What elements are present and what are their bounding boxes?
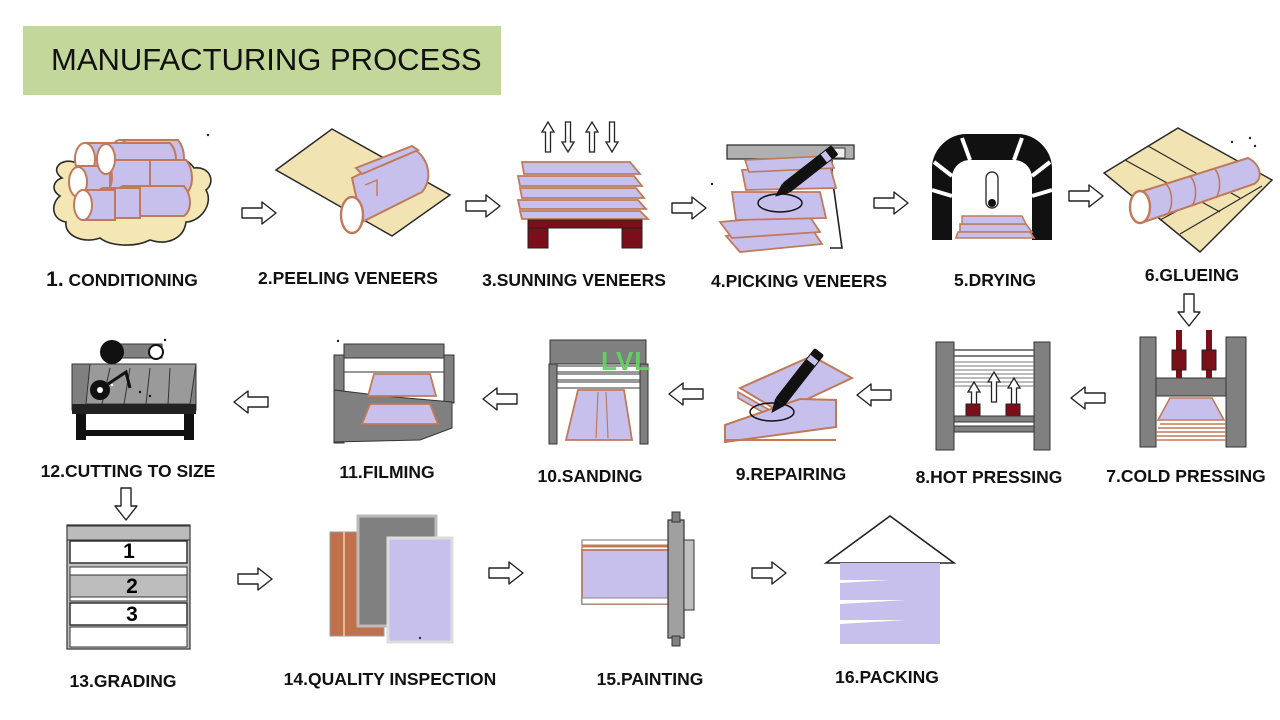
arrow-6-to-7 <box>1177 293 1201 327</box>
glueing-illustration <box>1102 127 1274 254</box>
step-label-picking-veneers: 4.PICKING VENEERS <box>710 271 888 291</box>
drying-illustration <box>931 134 1053 240</box>
step-label-painting: 15.PAINTING <box>596 669 704 689</box>
arrow-5-to-6 <box>1068 184 1104 208</box>
conditioning-illustration <box>53 133 212 246</box>
grade-number-3: 3 <box>126 603 138 626</box>
cutting-to-size-illustration <box>71 338 197 440</box>
arrow-1-to-2 <box>241 201 277 225</box>
step-label-cutting-to-size: 12.CUTTING TO SIZE <box>40 461 216 481</box>
arrow-7-to-8 <box>1070 386 1106 410</box>
step-label-hot-pressing: 8.HOT PRESSING <box>915 467 1063 487</box>
arrow-15-to-16 <box>751 561 787 585</box>
step-label-sunning-veneers: 3.SUNNING VENEERS <box>482 270 666 290</box>
arrow-9-to-10 <box>668 382 704 406</box>
filming-illustration <box>333 339 455 444</box>
title-banner: MANUFACTURING PROCESS <box>23 26 501 95</box>
arrow-12-to-13 <box>114 487 138 521</box>
cold-pressing-illustration <box>1139 330 1247 448</box>
step-label-cold-pressing: 7.COLD PRESSING <box>1106 466 1266 486</box>
quality-inspection-illustration <box>329 514 454 644</box>
painting-illustration <box>581 511 695 647</box>
step-label-quality-inspection: 14.QUALITY INSPECTION <box>283 669 497 689</box>
arrow-8-to-9 <box>856 383 892 407</box>
hot-pressing-illustration <box>935 341 1051 451</box>
page-title: MANUFACTURING PROCESS <box>51 42 482 77</box>
arrow-3-to-4 <box>671 196 707 220</box>
arrow-2-to-3 <box>465 194 501 218</box>
step-label-sanding: 10.SANDING <box>537 466 643 486</box>
step-label-filming: 11.FILMING <box>339 462 435 482</box>
step-text-conditioning: CONDITIONING <box>68 270 198 290</box>
grade-number-1: 1 <box>123 540 135 563</box>
grading-illustration <box>66 524 191 650</box>
step-label-packing: 16.PACKING <box>835 667 939 687</box>
peeling-veneers-illustration <box>274 128 452 237</box>
step-label-peeling-veneers: 2.PEELING VENEERS <box>258 268 438 288</box>
step-number-1: 1. <box>46 268 64 291</box>
grade-number-2: 2 <box>126 575 138 598</box>
arrow-14-to-15 <box>488 561 524 585</box>
packing-illustration <box>823 515 957 644</box>
step-label-conditioning: 1. CONDITIONING <box>46 268 198 292</box>
step-label-repairing: 9.REPAIRING <box>735 464 847 484</box>
sanding-illustration <box>548 339 649 445</box>
step-label-glueing: 6.GLUEING <box>1144 265 1240 285</box>
picking-veneers-illustration <box>710 144 855 253</box>
arrow-4-to-5 <box>873 191 909 215</box>
arrow-13-to-14 <box>237 567 273 591</box>
sunning-veneers-illustration <box>516 121 651 249</box>
watermark-logo: LVL <box>601 346 652 376</box>
step-label-drying: 5.DRYING <box>953 270 1037 290</box>
repairing-illustration <box>724 348 855 444</box>
step-label-grading: 13.GRADING <box>69 671 177 691</box>
arrow-10-to-11 <box>482 387 518 411</box>
arrow-11-to-12 <box>233 390 269 414</box>
